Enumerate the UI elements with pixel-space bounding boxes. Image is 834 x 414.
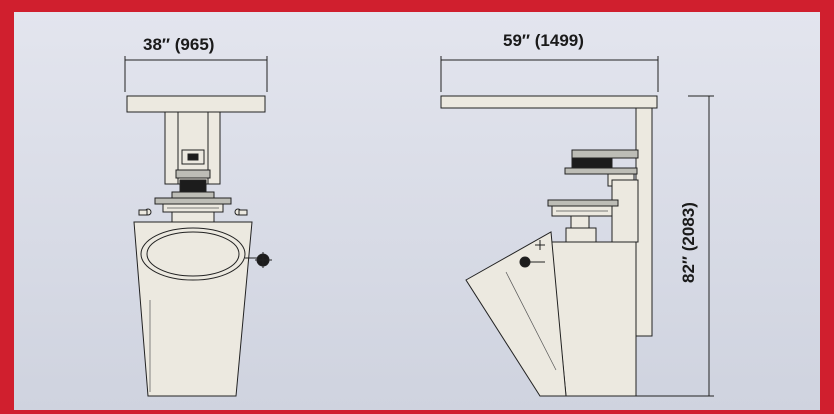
side-projector-arm xyxy=(571,149,639,159)
front-stage xyxy=(154,197,232,205)
height-label: 82″ (2083) xyxy=(679,202,698,283)
side-width-dimension-line xyxy=(440,56,659,92)
front-screen-hood xyxy=(126,95,266,113)
side-viewing-screen xyxy=(465,231,567,397)
front-width-label: 38″ (965) xyxy=(143,35,214,54)
front-projection-head xyxy=(179,179,207,193)
side-focus-knob xyxy=(519,256,531,268)
front-viewing-screen xyxy=(140,227,246,281)
side-screen-hood xyxy=(440,95,658,109)
front-width-dimension-line xyxy=(124,56,268,92)
side-view xyxy=(440,95,658,397)
side-width-label: 59″ (1499) xyxy=(503,31,584,50)
side-stage xyxy=(547,199,619,207)
front-view xyxy=(126,95,272,397)
